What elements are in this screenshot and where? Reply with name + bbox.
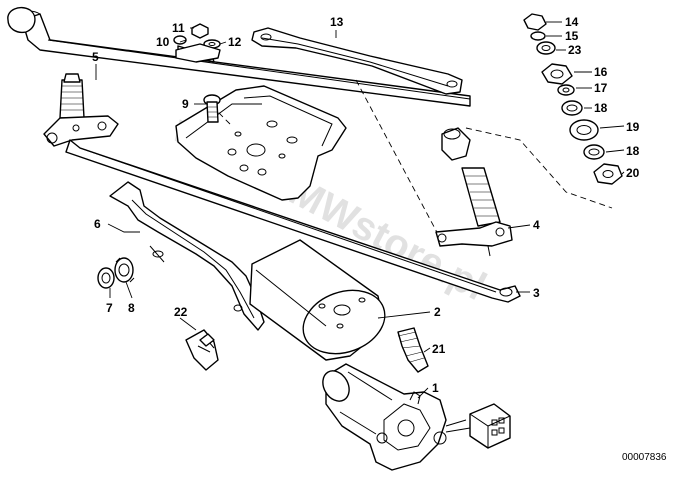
callout-1: 1: [432, 381, 439, 395]
callout-leader-lines: [95, 21, 625, 399]
linkage-rod-lower[interactable]: [65, 139, 521, 303]
callout-8: 8: [128, 301, 135, 315]
catalog-number: 00007836: [622, 452, 667, 463]
callout-16: 16: [594, 65, 608, 79]
wiper-motor[interactable]: [318, 363, 471, 471]
callout-12: 12: [228, 35, 242, 49]
callout-17: 17: [594, 81, 608, 95]
connecting-strap[interactable]: [251, 27, 463, 95]
callout-labels: 1 2 3 4 5 6 7 8 9 10 11 12 13 14 15 23 1…: [92, 15, 640, 395]
grommet-large[interactable]: [114, 257, 135, 283]
callout-21: 21: [432, 342, 446, 356]
callout-18-lower: 18: [626, 144, 640, 158]
wiper-pivot-left[interactable]: [43, 73, 119, 147]
mounting-plate[interactable]: [175, 85, 347, 201]
callout-7: 7: [106, 301, 113, 315]
bushing-18-lower[interactable]: [583, 144, 605, 160]
callout-13: 13: [330, 15, 344, 29]
wiper-pivot-right[interactable]: [435, 127, 513, 257]
mounting-clip[interactable]: [185, 329, 219, 371]
callout-23: 23: [568, 43, 582, 57]
callout-11: 11: [172, 21, 185, 35]
electrical-connector[interactable]: [469, 403, 511, 449]
nut-11[interactable]: [191, 23, 209, 39]
motor-housing[interactable]: [249, 239, 394, 365]
washer-23[interactable]: [536, 41, 556, 55]
grommet-small[interactable]: [97, 267, 115, 289]
callout-20: 20: [626, 166, 640, 180]
callout-2: 2: [434, 305, 441, 319]
drive-bracket[interactable]: [109, 181, 265, 331]
callout-9: 9: [182, 97, 189, 111]
worm-gear[interactable]: [397, 327, 429, 373]
washer-15[interactable]: [530, 31, 546, 41]
callout-3: 3: [533, 286, 540, 300]
callout-18-upper: 18: [594, 101, 608, 115]
callout-5: 5: [92, 50, 99, 64]
washer-17[interactable]: [557, 84, 575, 96]
callout-10: 10: [156, 35, 170, 49]
nut-16[interactable]: [541, 63, 573, 85]
callout-14: 14: [565, 15, 579, 29]
callout-19: 19: [626, 120, 640, 134]
callout-6: 6: [94, 217, 101, 231]
callout-22: 22: [174, 305, 188, 319]
callout-15: 15: [565, 29, 579, 43]
rubber-grommet-19[interactable]: [569, 119, 599, 141]
nut-20[interactable]: [593, 163, 623, 185]
bushing-18-upper[interactable]: [561, 100, 583, 116]
bolt[interactable]: [203, 94, 221, 123]
bracket-plate-small[interactable]: [175, 43, 221, 63]
callout-4: 4: [533, 218, 540, 232]
cap-nut-14[interactable]: [523, 13, 547, 31]
